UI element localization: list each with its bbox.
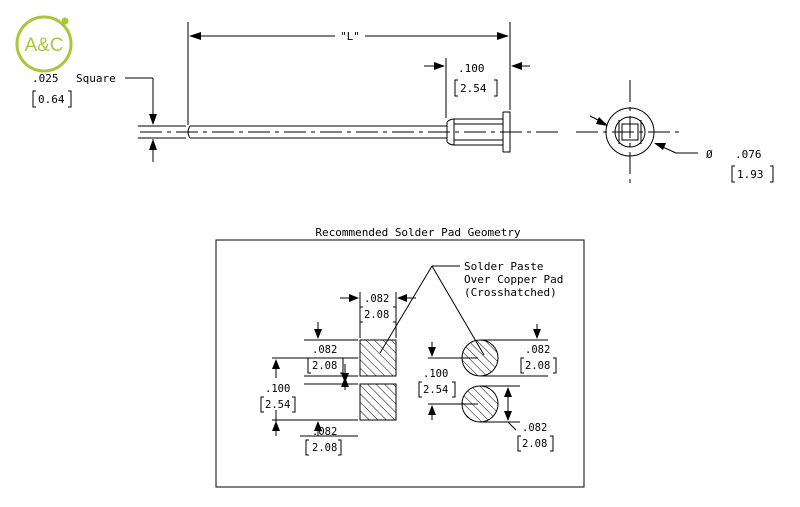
end-detail xyxy=(618,120,642,144)
logo-text: A&C xyxy=(24,35,63,56)
arrow-head xyxy=(511,62,522,70)
logo-ring xyxy=(15,15,73,73)
bracket xyxy=(260,396,296,413)
diameter-mm: 1.93 xyxy=(737,168,764,181)
arrow-head xyxy=(349,294,359,302)
arrow-head xyxy=(272,421,280,431)
square-mm: 0.64 xyxy=(38,93,65,106)
arrow-head xyxy=(596,117,608,126)
sq-bottom-inch: .082 xyxy=(312,426,337,438)
arrow-head xyxy=(434,62,445,70)
arrow-head xyxy=(314,329,322,339)
arrow-head xyxy=(341,373,349,383)
collar-circle xyxy=(605,107,655,157)
pitch-right-mm: 2.54 xyxy=(423,384,448,396)
bracket xyxy=(305,439,342,456)
arrow-head xyxy=(654,143,666,150)
pitch-left-mm: 2.54 xyxy=(265,399,290,411)
bracket xyxy=(731,165,774,183)
pin-collar xyxy=(446,111,511,153)
arrow-head xyxy=(149,114,157,125)
arrow-head xyxy=(189,32,201,40)
leader-line xyxy=(379,265,433,354)
bracket xyxy=(359,306,397,323)
pitch-right-inch: .100 xyxy=(423,368,448,380)
sq-top-mm: 2.08 xyxy=(312,360,337,372)
bracket xyxy=(520,357,557,374)
inner-circle xyxy=(614,116,646,148)
square-word: Square xyxy=(76,72,116,85)
bracket xyxy=(517,435,554,452)
bracket xyxy=(454,79,498,97)
arrow-head xyxy=(428,347,436,357)
square-pin-end xyxy=(621,123,639,141)
pin-end-view: Ø .076 1.93 xyxy=(576,80,774,184)
square-pad-bottom xyxy=(359,383,397,421)
note-line2: Over Copper Pad xyxy=(464,273,563,286)
round-top-inch: .082 xyxy=(525,344,550,356)
company-logo: A&C xyxy=(15,15,73,73)
width-inch: .082 xyxy=(364,293,389,305)
diameter-symbol: Ø xyxy=(706,148,713,161)
arrow-head xyxy=(149,139,157,150)
bracket xyxy=(418,381,456,398)
pads-frame xyxy=(215,239,585,488)
square-pad-top xyxy=(359,339,397,377)
square-inch: .025 xyxy=(32,72,59,85)
leader-line xyxy=(507,421,517,431)
solder-pad-panel: Recommended Solder Pad Geometry Solder P… xyxy=(215,226,585,488)
arrow-head xyxy=(272,359,280,369)
arrow-head xyxy=(397,294,407,302)
collar-mm: 2.54 xyxy=(460,82,487,95)
logo-dot xyxy=(61,17,69,25)
sq-bottom-mm: 2.08 xyxy=(312,442,337,454)
pitch-left-inch: .100 xyxy=(265,383,290,395)
round-bottom-inch: .082 xyxy=(522,422,547,434)
sq-top-inch: .082 xyxy=(312,344,337,356)
arrow-head xyxy=(504,387,512,397)
arrow-head xyxy=(428,405,436,415)
collar-inch: .100 xyxy=(458,62,485,75)
note-line1: Solder Paste xyxy=(464,260,543,273)
pads-title: Recommended Solder Pad Geometry xyxy=(315,226,521,239)
arrow-head xyxy=(314,421,322,431)
width-mm: 2.08 xyxy=(364,309,389,321)
bracket xyxy=(32,90,72,108)
round-bottom-mm: 2.08 xyxy=(522,438,547,450)
arrow-head xyxy=(497,32,509,40)
pin-side-view: "L" .100 2.54 .025 Square 0.64 xyxy=(32,22,560,162)
note-line3: (Crosshatched) xyxy=(464,286,557,299)
pin-shaft xyxy=(187,125,447,139)
arrow-head xyxy=(504,411,512,421)
diameter-inch: .076 xyxy=(735,148,762,161)
length-label: "L" xyxy=(340,30,360,43)
round-top-mm: 2.08 xyxy=(525,360,550,372)
arrow-head xyxy=(533,329,541,339)
